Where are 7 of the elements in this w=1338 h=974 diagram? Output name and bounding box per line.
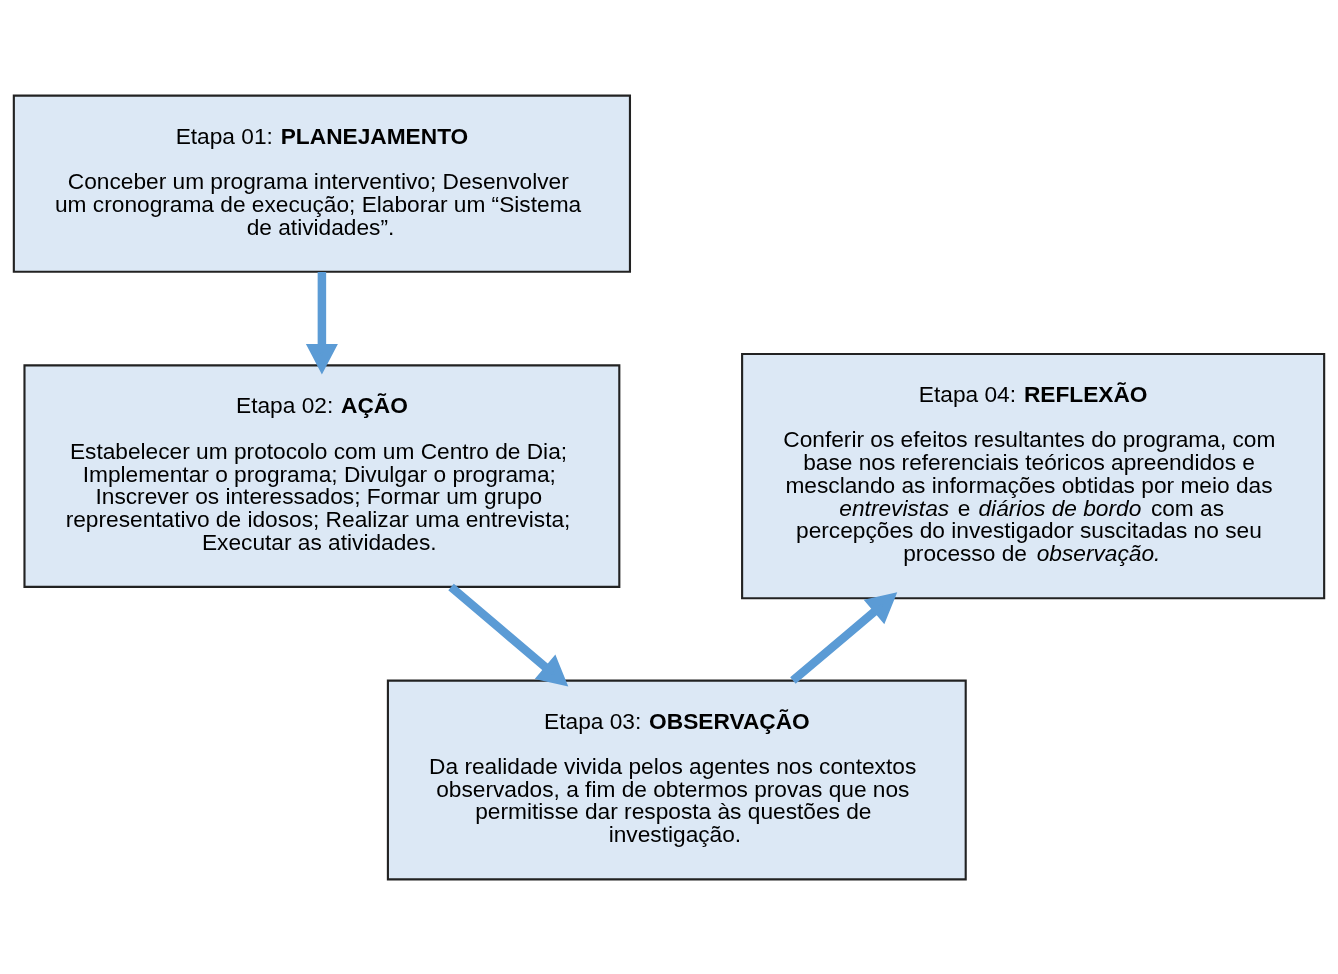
arrow — [448, 583, 569, 686]
arrow — [305, 271, 338, 374]
node-box: Etapa 03: OBSERVAÇÃO Da realidade vivida pelos agentes nos contextos observados, a fim de obtermos provas que nos permitisse dar resposta às questões de investigação. — [386, 679, 967, 880]
node-box: Etapa 02: AÇÃO Estabelecer um protocolo com um Centro de Dia; Implementar o programa; Divulgar o programa; Inscrever os interessados; Formar um grupo representativo de idosos; Realizar uma entrevista; Executar as atividades. — [23, 363, 621, 588]
node-box: Etapa 01: PLANEJAMENTO Conceber um programa interventivo; Desenvolver um cronograma de execução; Elaborar um “Sistema de atividades”. — [12, 94, 632, 273]
node-box: Etapa 04: REFLEXÃO Conferir os efeitos resultantes do programa, com base nos referenciais teóricos apreendidos e mesclando as informações obtidas por meio das entrevistas e diários de bordo com as percepções do investigador suscitadas no seu processo de observação. — [741, 352, 1326, 599]
arrow — [790, 591, 898, 684]
